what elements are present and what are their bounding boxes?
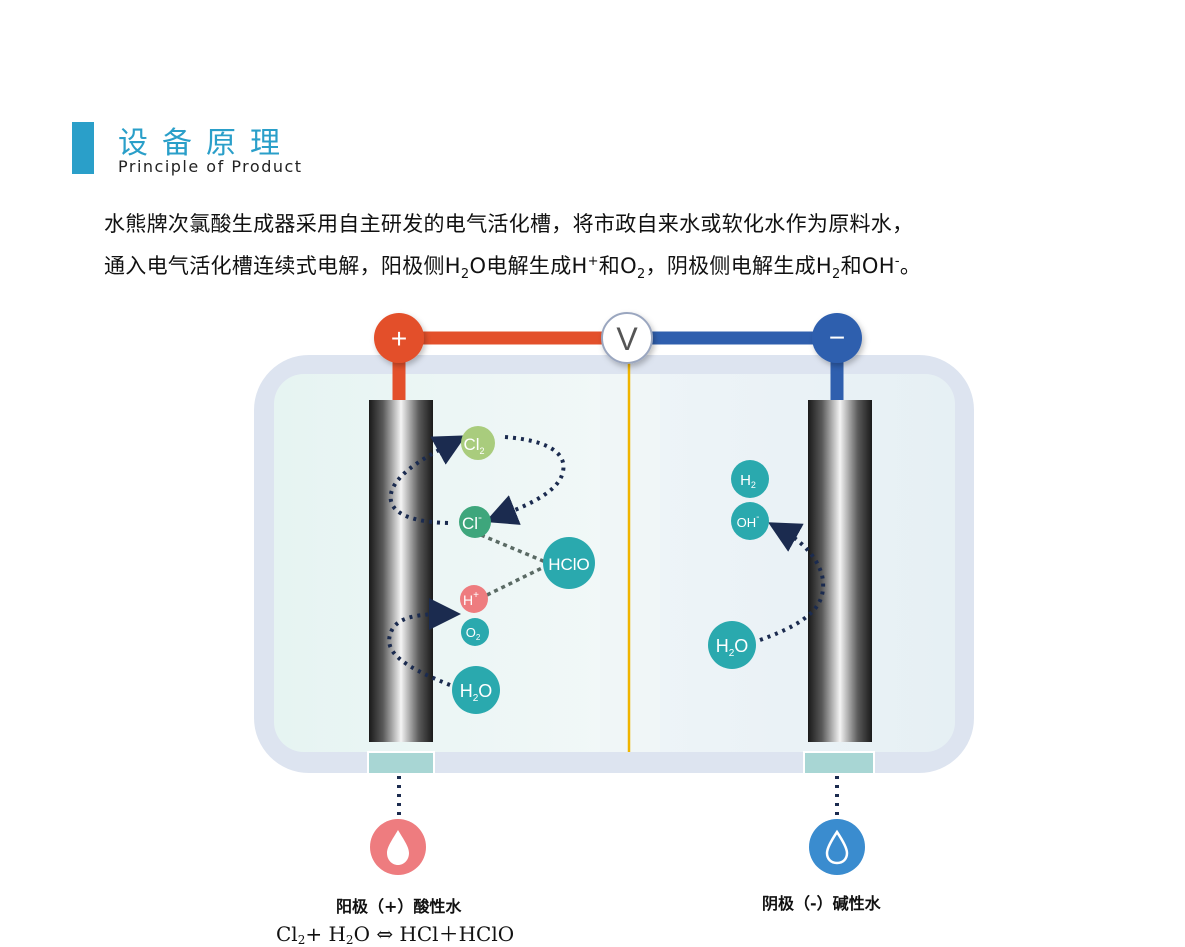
h2o-right-h: H [716, 636, 729, 656]
h2o-right-o: O [734, 636, 748, 656]
minus-sign: − [829, 322, 845, 353]
h-plus-superscript: + [473, 590, 479, 601]
h-plus-ion [460, 585, 488, 613]
link-h-hclo [486, 563, 549, 597]
cathode-electrode [808, 400, 872, 742]
h2o-right-sub: 2 [729, 648, 735, 659]
hclo-molecule [543, 537, 595, 589]
arrow-cl-to-cl2 [388, 435, 467, 525]
cl-superscript: - [478, 510, 482, 524]
intro-line-2: 通入电气活化槽连续式电解，阳极侧H2O电解生成H+和O2，阴极侧电解生成H2和O… [104, 254, 922, 282]
cl2-label: Cl [463, 435, 479, 454]
svg-text:O2: O2 [466, 625, 481, 642]
anode-outlet [367, 751, 435, 775]
hclo-label: HClO [548, 555, 590, 574]
water-drop-icon [387, 830, 409, 865]
intro-line-1: 水熊牌次氯酸生成器采用自主研发的电气活化槽，将市政自来水或软化水作为原料水， [104, 212, 914, 236]
o2-molecule [461, 618, 489, 646]
acid-water-label: 阳极（+）酸性水 [336, 897, 462, 916]
oh-ion [731, 502, 769, 540]
o2-label: O [466, 625, 476, 640]
cl2-subscript: 2 [480, 446, 485, 456]
water-drop-outline-icon [825, 829, 849, 865]
section-title: 设备原理 [118, 126, 294, 161]
alkaline-water-label: 阴极（-）碱性水 [762, 894, 881, 913]
section-subtitle: Principle of Product [118, 157, 303, 176]
oh-superscript: - [756, 512, 759, 523]
plus-sign: + [391, 323, 407, 354]
h-plus-label: H [463, 592, 473, 608]
cl-label: Cl [462, 514, 478, 533]
arrow-h2o-to-h-plus [387, 598, 461, 687]
svg-text:H+: H+ [463, 590, 479, 608]
h2-subscript: 2 [751, 480, 756, 490]
h2-label: H [740, 472, 751, 489]
svg-text:H2: H2 [740, 472, 756, 490]
oh-label: OH [737, 515, 757, 530]
h2o-left-h: H [460, 681, 473, 701]
h2o-left-sub: 2 [473, 693, 479, 704]
header-accent-bar [72, 122, 94, 174]
h2-molecule [731, 460, 769, 498]
svg-text:H2O: H2O [716, 636, 749, 659]
cl-ion [459, 506, 491, 538]
alkaline-water-drop-badge [809, 819, 865, 875]
o2-subscript: 2 [476, 633, 481, 642]
intro-text: 水熊牌次氯酸生成器采用自主研发的电气活化槽，将市政自来水或软化水作为原料水， 通… [104, 205, 1104, 294]
h2o-left-molecule [452, 666, 500, 714]
anode-electrode [369, 400, 433, 742]
svg-text:OH-: OH- [737, 512, 760, 530]
svg-text:Cl2: Cl2 [463, 435, 484, 456]
voltmeter-label: V [616, 321, 638, 357]
reaction-equation: Cl2+ H2O ⇔ HCl＋HClO [276, 922, 515, 947]
svg-text:Cl-: Cl- [462, 510, 482, 533]
anode-terminal [374, 313, 424, 363]
cl2-molecule [461, 426, 495, 460]
tank-right-water [629, 374, 955, 752]
tank-left-water [274, 374, 629, 752]
h2o-right-molecule [708, 621, 756, 669]
h2o-left-o: O [478, 681, 492, 701]
cathode-outlet [803, 751, 875, 775]
svg-text:H2O: H2O [460, 681, 493, 704]
cathode-terminal [812, 313, 862, 363]
voltmeter [601, 312, 653, 364]
